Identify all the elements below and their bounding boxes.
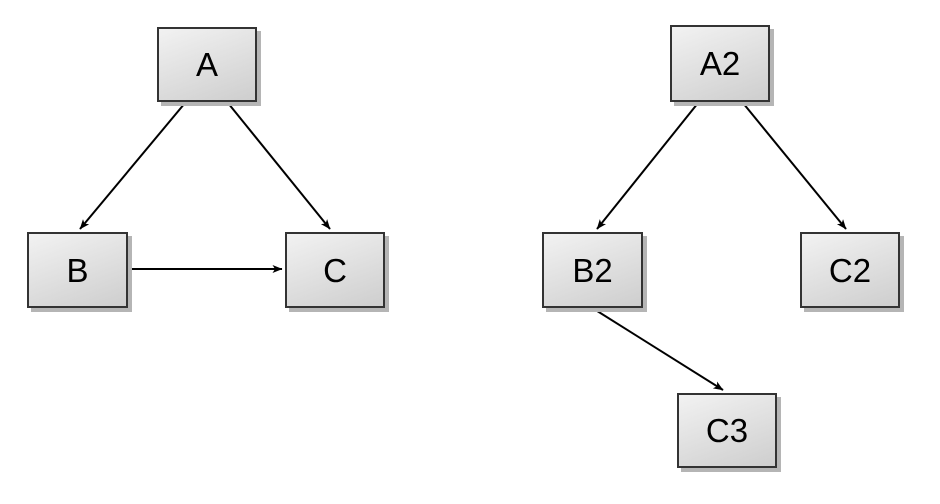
edge-B2-C3[interactable] (593, 308, 724, 391)
node-label: B2 (572, 251, 613, 289)
node-A2[interactable]: A2 (670, 25, 770, 102)
node-label: A2 (699, 45, 741, 82)
node-B[interactable]: B (27, 232, 128, 308)
node-label: A (195, 46, 218, 83)
edge-A-C[interactable] (227, 102, 331, 230)
node-label: C (323, 251, 347, 289)
node-label: C2 (828, 251, 872, 289)
node-A[interactable]: A (157, 27, 257, 102)
node-B2[interactable]: B2 (542, 232, 643, 308)
edge-A2-C2[interactable] (742, 102, 847, 230)
node-C[interactable]: C (285, 232, 385, 308)
edge-A-B[interactable] (79, 102, 186, 230)
node-C3[interactable]: C3 (677, 393, 777, 468)
node-label: C3 (705, 412, 749, 449)
edge-A2-B2[interactable] (596, 102, 699, 230)
node-label: B (66, 251, 89, 289)
node-C2[interactable]: C2 (800, 232, 900, 308)
